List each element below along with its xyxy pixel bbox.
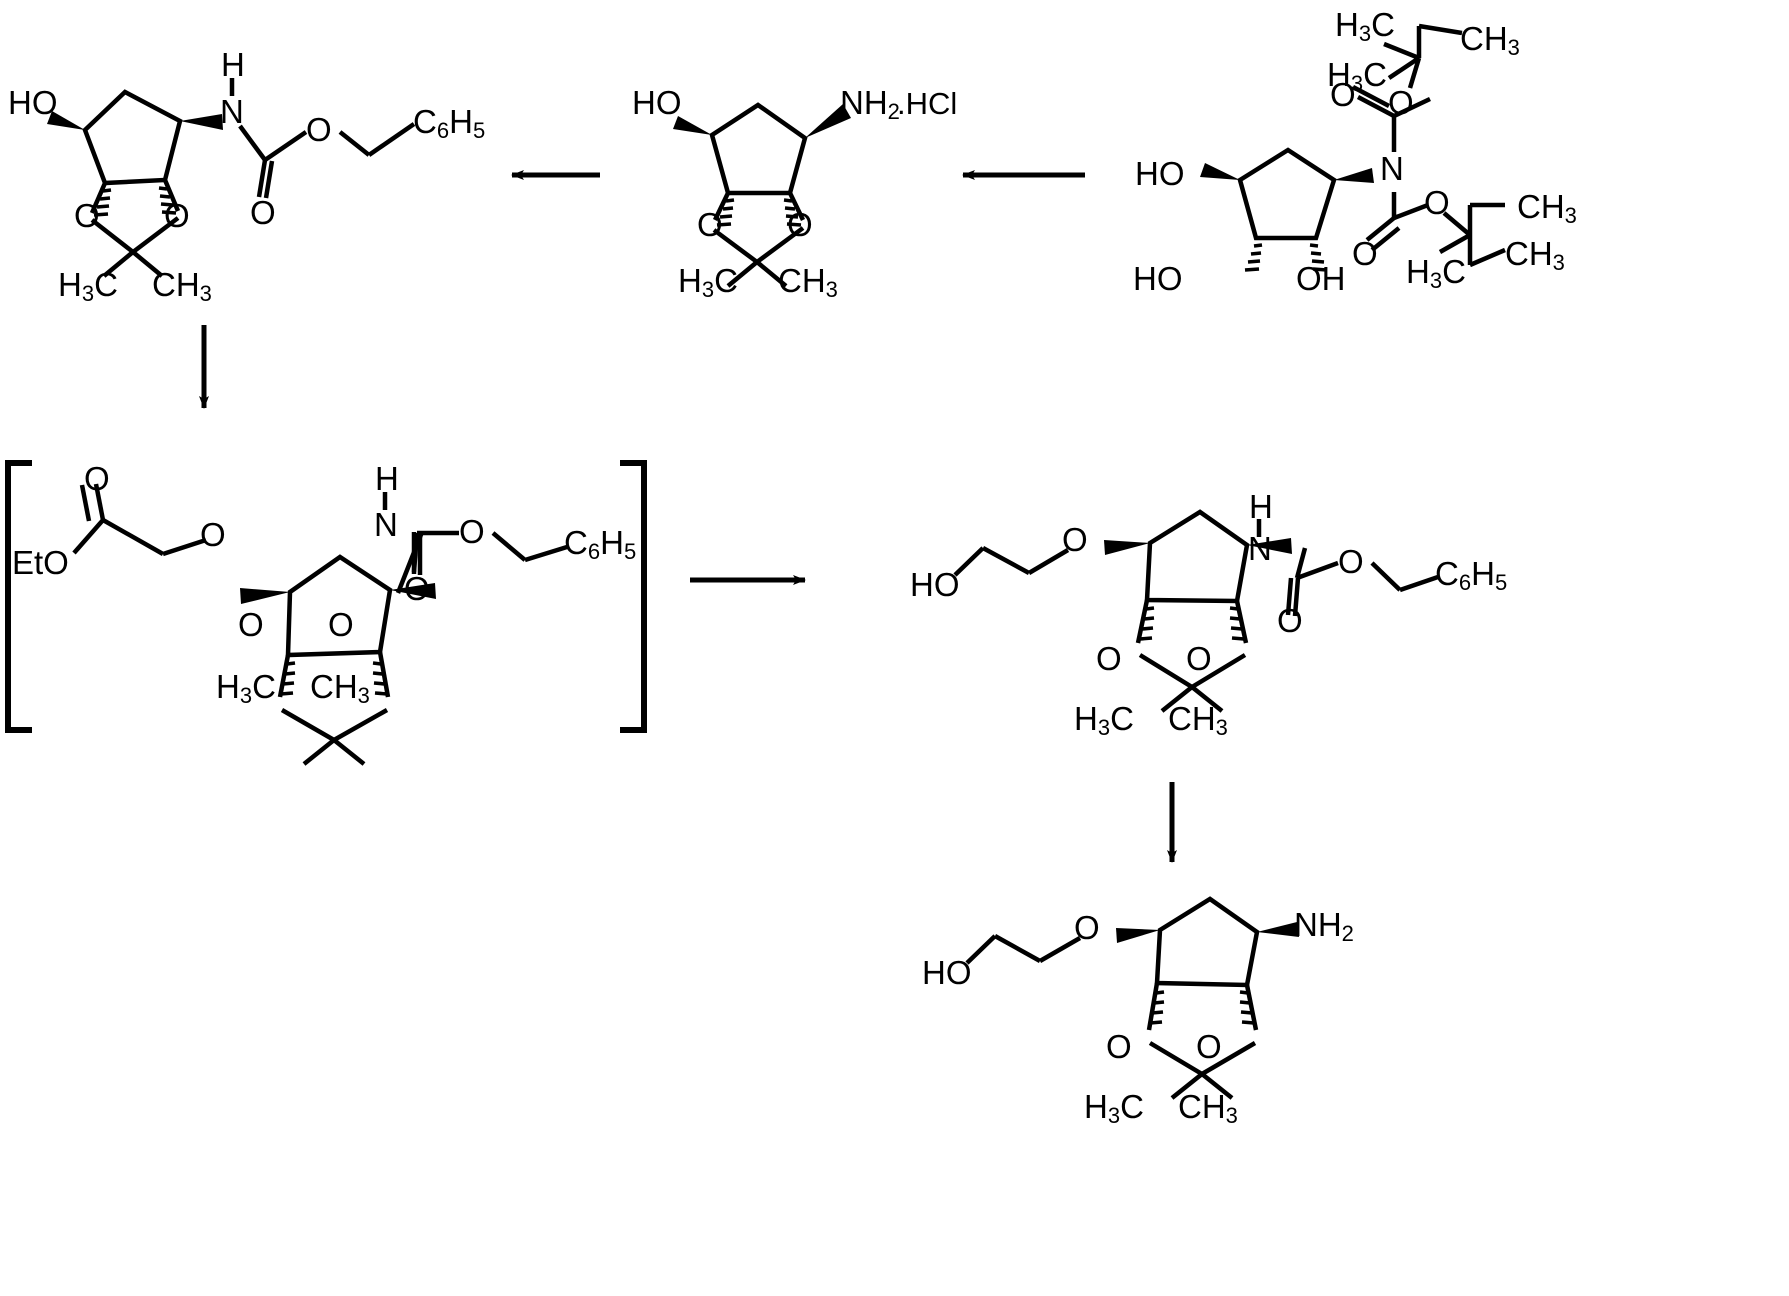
label-ester-oxygen-top-left: O xyxy=(306,111,332,148)
label-amine-top-middle: NH2 xyxy=(840,84,900,124)
label-nitrogen-middle-right: N xyxy=(1248,530,1272,567)
structure-top-left xyxy=(47,78,416,278)
label-dioxolane-oxygen-left-top-middle: O xyxy=(697,206,723,243)
structure-middle-right xyxy=(953,509,1439,713)
label-hydroxyl-top-right-lower-left: HO xyxy=(1133,260,1183,297)
label-hydroxyl-middle-right: HO xyxy=(910,566,960,603)
label-carbonyl-oxygen-upper-boc: O xyxy=(1330,76,1356,113)
label-carbonyl-oxygen-top-left: O xyxy=(250,194,276,231)
label-dioxolane-oxygen-left-bottom: O xyxy=(1106,1028,1132,1065)
label-phenyl-middle-left: C6H5 xyxy=(564,524,637,564)
label-ester-oxygen-middle-left: O xyxy=(459,513,485,550)
structure-bottom xyxy=(965,896,1299,1100)
label-methyl-upper-boc-b: CH3 xyxy=(1460,20,1520,60)
label-dioxolane-oxygen-left-top-left: O xyxy=(74,197,100,234)
label-nitrogen-top-left: N xyxy=(220,93,244,130)
label-methyl-upper-boc-c: H3C xyxy=(1327,56,1387,96)
label-amine-bottom: NH2 xyxy=(1294,906,1354,946)
label-methyl-left-top-middle: H3C xyxy=(678,262,738,302)
label-methyl-right-top-middle: CH3 xyxy=(778,262,838,302)
label-carbamate-carbonyl-oxygen-middle-right: O xyxy=(1277,602,1303,639)
label-methyl-lower-boc-c: H3C xyxy=(1406,253,1466,293)
structure-top-right xyxy=(1200,23,1506,272)
label-methyl-right-bottom: CH3 xyxy=(1178,1088,1238,1128)
structure-top-middle xyxy=(673,102,851,288)
label-ethoxy-middle-left: EtO xyxy=(12,544,69,581)
label-hydroxyl-top-middle: HO xyxy=(632,84,682,121)
label-dioxolane-oxygen-right-middle-left: O xyxy=(328,606,354,643)
label-dioxolane-oxygen-right-top-middle: O xyxy=(787,206,813,243)
label-methyl-upper-boc-a: H3C xyxy=(1335,6,1395,46)
label-carbonyl-oxygen-middle-left: O xyxy=(84,460,110,497)
label-ether-oxygen-middle-right: O xyxy=(1062,521,1088,558)
label-methyl-right-middle-left: CH3 xyxy=(310,668,370,708)
label-dioxolane-oxygen-left-middle-right: O xyxy=(1096,640,1122,677)
label-methyl-left-top-left: H3C xyxy=(58,266,118,306)
label-methyl-lower-boc-a: CH3 xyxy=(1517,188,1577,228)
label-methyl-lower-boc-b: CH3 xyxy=(1505,235,1565,275)
label-hydroxyl-top-left: HO xyxy=(8,84,58,121)
label-methyl-left-middle-right: H3C xyxy=(1074,700,1134,740)
label-nh-hydrogen-middle-left: H xyxy=(375,460,399,497)
label-methyl-right-top-left: CH3 xyxy=(152,266,212,306)
label-dioxolane-oxygen-right-top-left: O xyxy=(164,197,190,234)
label-nitrogen-top-right: N xyxy=(1380,150,1404,187)
label-hydroxyl-bottom: HO xyxy=(922,954,972,991)
label-hydrochloride-salt: .HCl xyxy=(897,86,958,121)
label-hydroxyl-top-right-upper: HO xyxy=(1135,155,1185,192)
label-phenyl-top-left: C6H5 xyxy=(413,103,486,143)
label-ether-oxygen-bottom: O xyxy=(1074,909,1100,946)
label-phenyl-middle-right: C6H5 xyxy=(1435,555,1508,595)
label-methyl-left-bottom: H3C xyxy=(1084,1088,1144,1128)
label-carbonyl-oxygen-lower-boc: O xyxy=(1352,235,1378,272)
label-methyl-right-middle-right: CH3 xyxy=(1168,700,1228,740)
label-nh-hydrogen-top-left: H xyxy=(221,46,245,83)
bracket-left xyxy=(5,460,32,733)
label-ester-oxygen-upper-boc: O xyxy=(1388,84,1414,121)
label-nitrogen-middle-left: N xyxy=(374,506,398,543)
label-ester-oxygen-middle-right: O xyxy=(1338,543,1364,580)
label-carbamate-carbonyl-oxygen-middle-left: O xyxy=(404,570,430,607)
label-dioxolane-oxygen-right-bottom: O xyxy=(1196,1028,1222,1065)
structure-middle-left xyxy=(72,483,568,766)
label-ether-oxygen-middle-left: O xyxy=(200,516,226,553)
label-dioxolane-oxygen-left-middle-left: O xyxy=(238,606,264,643)
label-methyl-left-middle-left: H3C xyxy=(216,668,276,708)
label-hydroxyl-top-right-lower-right: OH xyxy=(1296,260,1346,297)
label-ester-oxygen-lower-boc: O xyxy=(1424,184,1450,221)
label-dioxolane-oxygen-right-middle-right: O xyxy=(1186,640,1212,677)
bracket-right xyxy=(620,460,647,733)
label-nh-hydrogen-middle-right: H xyxy=(1249,488,1273,525)
